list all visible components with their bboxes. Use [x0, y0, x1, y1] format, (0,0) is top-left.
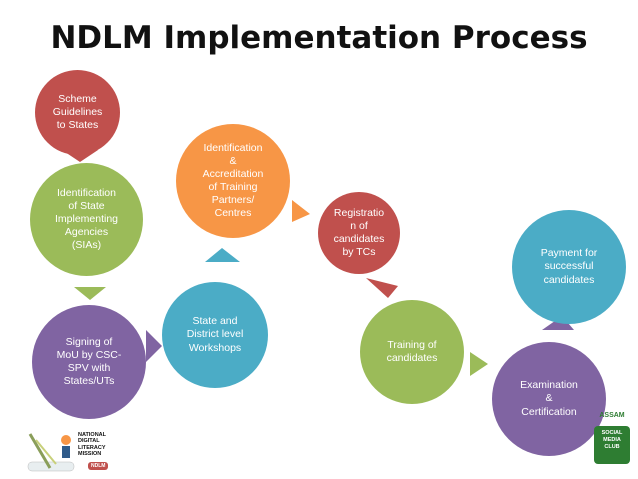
arrow-7: [470, 352, 488, 376]
step-registration: Registratio n of candidates by TCs: [318, 192, 400, 274]
step-label: Scheme Guidelines to States: [52, 92, 103, 132]
step-signing-mou: Signing of MoU by CSC- SPV with States/U…: [32, 305, 146, 419]
step-scheme-guidelines: Scheme Guidelines to States: [35, 70, 120, 155]
ndlm-badge: NDLM: [88, 462, 109, 470]
step-label: Registratio n of candidates by TCs: [333, 206, 385, 259]
assam-logo-badge: [594, 426, 630, 464]
ndlm-emblem-icon: [27, 433, 75, 472]
step-label: Identification of State Implementing Age…: [54, 186, 119, 252]
assam-logo-title: ASSAM: [599, 412, 625, 419]
assam-social-media-club-logo: ASSAM SOCIAL MEDIA CLUB: [590, 412, 634, 474]
arrow-4: [205, 248, 240, 262]
step-label: Signing of MoU by CSC- SPV with States/U…: [56, 335, 122, 388]
step-workshops: State and District level Workshops: [162, 282, 268, 388]
step-identification-sias: Identification of State Implementing Age…: [30, 163, 143, 276]
step-examination: Examination & Certification: [492, 342, 606, 456]
step-identification-training-partners: Identification & Accreditation of Traini…: [176, 124, 290, 238]
step-training: Training of candidates: [360, 300, 464, 404]
arrow-6: [366, 278, 398, 298]
step-label: Examination & Certification: [520, 379, 578, 418]
arrow-3: [146, 330, 162, 362]
arrow-5: [292, 200, 310, 222]
ndlm-logo-text: NATIONAL DIGITAL LITERACY MISSION: [78, 432, 107, 457]
ndlm-logo: NATIONAL DIGITAL LITERACY MISSION NDLM: [26, 430, 126, 474]
page-title: NDLM Implementation Process: [50, 20, 588, 56]
step-label: Training of candidates: [386, 338, 438, 364]
assam-logo-text: SOCIAL MEDIA CLUB: [601, 430, 623, 451]
step-payment: Payment for successful candidates: [512, 210, 626, 324]
step-label: Payment for successful candidates: [540, 247, 598, 286]
step-label: Identification & Accreditation of Traini…: [202, 141, 264, 220]
arrow-2: [74, 287, 106, 300]
step-label: State and District level Workshops: [186, 315, 244, 354]
